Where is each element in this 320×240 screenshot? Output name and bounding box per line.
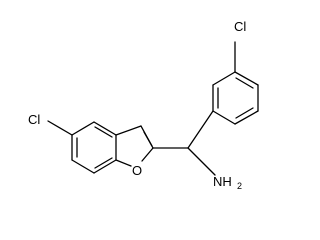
bond-central-to-phenyl [187, 110, 214, 149]
chlorophenyl-ring [212, 71, 259, 125]
chemical-structure: Cl Cl O NH 2 [28, 19, 259, 191]
amine-label: NH [213, 174, 232, 189]
chlorine-left-label: Cl [28, 112, 40, 127]
bond-c-cl-left [47, 120, 73, 136]
chlorine-top-label: Cl [234, 19, 246, 34]
amine-subscript: 2 [237, 181, 242, 191]
benzofuran-furan-ring [115, 125, 154, 167]
bond-central-to-amine [187, 147, 216, 176]
oxygen-label: O [132, 163, 142, 178]
benzofuran-benzene-ring [71, 121, 117, 174]
